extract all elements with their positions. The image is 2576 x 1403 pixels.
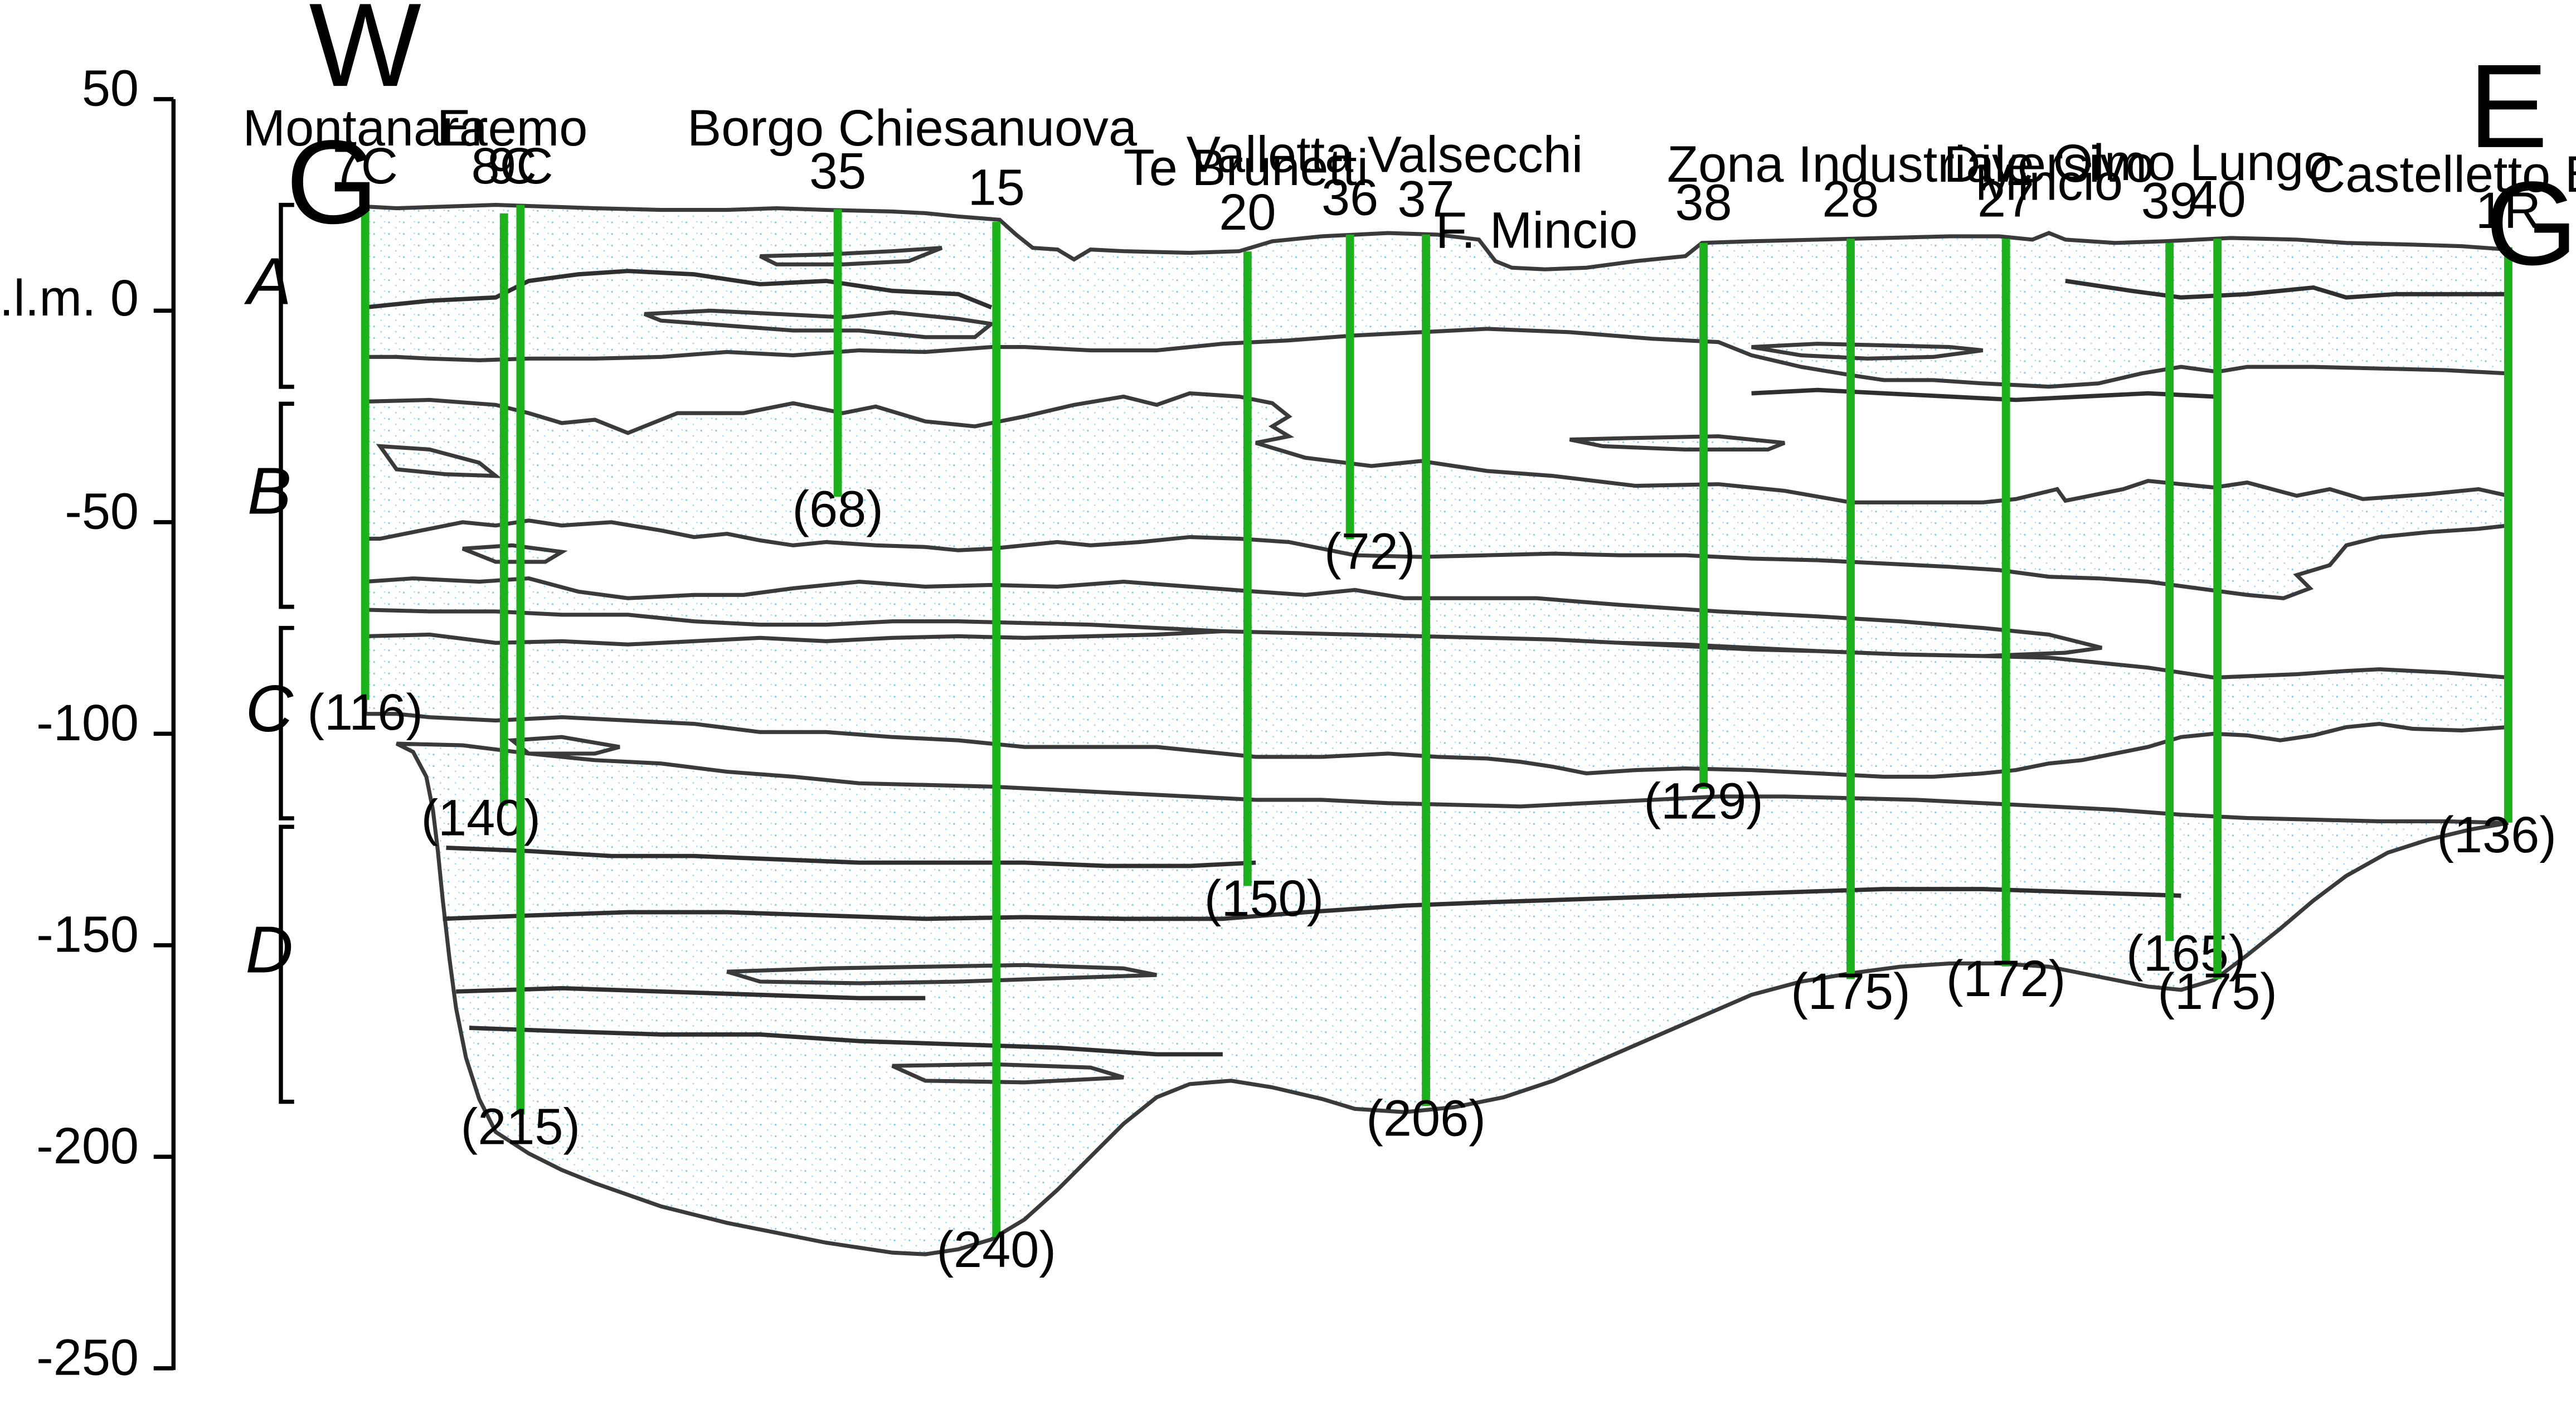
well-depth-label: (150) xyxy=(1204,870,1324,927)
well-id-label: 8C xyxy=(472,138,537,195)
wells: 7C(116)8C(140)9C(215)35(68)15(240)20(150… xyxy=(307,138,2556,1278)
unit-label: B xyxy=(247,454,291,528)
well-id-label: 27 xyxy=(1977,171,2034,227)
unit-bracket xyxy=(279,625,294,821)
aquifer-unit-c-lower xyxy=(395,741,2509,1256)
well-depth-label: (240) xyxy=(936,1221,1056,1278)
aquifer-lens xyxy=(507,735,620,756)
locality-labels: Montanara Eremo Borgo Chiesanuova Te Bru… xyxy=(243,100,2576,259)
well-depth-label: (68) xyxy=(792,481,883,538)
well-id-label: 40 xyxy=(2189,171,2246,227)
locality-f-mincio: F. Mincio xyxy=(1436,202,1638,259)
well-id-label: 20 xyxy=(1219,184,1276,241)
locality-eremo: Eremo xyxy=(437,100,588,157)
boundary-line xyxy=(469,1026,1223,1057)
aquifer-unit-b-lower xyxy=(363,576,2102,658)
compass-east: E xyxy=(2468,40,2548,173)
well-depth-label: (215) xyxy=(461,1099,581,1156)
aquifer-lens xyxy=(726,963,1158,986)
unit-label: A xyxy=(244,245,291,319)
aquifer-lens xyxy=(891,1062,1125,1085)
section-end-label: G' xyxy=(2485,157,2576,290)
stratigraphic-boundaries xyxy=(364,269,2509,1057)
unit-bracket xyxy=(279,202,294,389)
aquifer-lens xyxy=(643,308,997,339)
locality-castelletto-borgo: Castelletto Borgo xyxy=(2308,146,2576,203)
aquifer-unit-c-upper xyxy=(363,629,2511,779)
compass-west: W xyxy=(309,0,421,111)
unit-label: C xyxy=(245,672,294,746)
well-depth-label: (136) xyxy=(2437,807,2556,863)
aquifer-bodies xyxy=(363,203,2511,1256)
well-id-label: 7C xyxy=(332,138,397,195)
boundary-line xyxy=(443,887,2181,921)
well-id-label: 28 xyxy=(1822,171,1879,227)
well-depth-label: (129) xyxy=(1644,773,1763,829)
well-depth-label: (165) xyxy=(2126,925,2246,982)
axis-tick-label: -250 xyxy=(36,1329,139,1386)
aquifer-lens xyxy=(1751,342,1984,361)
axis-tick-label: -150 xyxy=(36,906,139,963)
unit-bracket xyxy=(279,401,294,609)
boundary-line xyxy=(456,986,926,1001)
well-id-label: 9C xyxy=(488,138,553,195)
locality-borgo-chiesanuova: Borgo Chiesanuova xyxy=(687,100,1138,157)
locality-montanara: Montanara xyxy=(243,100,488,157)
well-id-label: 38 xyxy=(1675,174,1732,231)
well-depth-label: (172) xyxy=(1946,950,2066,1007)
well-depth-label: (175) xyxy=(2157,963,2277,1020)
section-start-label: G xyxy=(286,116,378,249)
boundary-line xyxy=(2065,279,2509,300)
boundary-line xyxy=(364,269,993,310)
locality-zona-industriale: Zona Industriale xyxy=(1667,136,2034,193)
well-id-label: 1R xyxy=(2476,182,2541,239)
locality-diversivo: Diversivo xyxy=(1943,136,2154,193)
unit-bracket xyxy=(279,824,294,1104)
boundary-line xyxy=(446,846,1256,868)
well-depth-label: (206) xyxy=(1366,1090,1486,1147)
axis-unit-label: m s.l.m. 0 xyxy=(0,270,139,327)
well-id-label: 15 xyxy=(968,159,1025,216)
axis-tick-label: -200 xyxy=(36,1118,139,1174)
boundary-line xyxy=(1751,387,2214,402)
aquifer-lens xyxy=(1569,434,1786,452)
aquifer-lens xyxy=(461,543,568,564)
well-depth-label: (116) xyxy=(307,684,423,741)
aquifer-lens xyxy=(376,444,502,478)
well-depth-label: (175) xyxy=(1791,963,1911,1020)
elevation-axis: 50 -50 -100 -150 -200 -250 m s.l.m. 0 xyxy=(0,60,176,1386)
well-id-label: 35 xyxy=(809,143,866,200)
locality-te-brunetti: Te Brunetti xyxy=(1124,139,1368,196)
well-id-label: 37 xyxy=(1397,171,1454,227)
axis-tick-label: -50 xyxy=(65,483,139,540)
axis-ticks: 50 -50 -100 -150 -200 -250 xyxy=(36,60,174,1386)
formation-units: A B C D xyxy=(244,202,294,1104)
axis-tick-label: 50 xyxy=(82,60,139,117)
well-depth-label: (72) xyxy=(1324,523,1415,580)
locality-valletta-valsecchi: Valletta Valsecchi xyxy=(1187,126,1583,183)
locality-olmo-lungo: Olmo Lungo xyxy=(2053,134,2332,191)
well-id-label: 36 xyxy=(1321,169,1378,226)
axis-tick-label: -100 xyxy=(36,695,139,751)
aquifer-unit-b-upper xyxy=(363,391,2511,600)
locality-mincio: Mincio xyxy=(1975,154,2123,211)
well-id-label: 39 xyxy=(2141,172,2198,229)
unit-label: D xyxy=(245,914,293,987)
